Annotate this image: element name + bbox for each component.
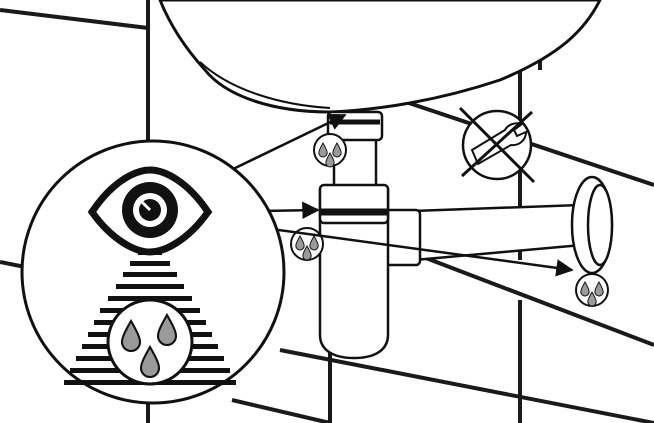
- sink-basin: [158, 0, 602, 114]
- siphon-upper-nut: [318, 183, 390, 225]
- water-drops-icon: [106, 298, 194, 386]
- siphon-assembly: [318, 110, 614, 360]
- water-drops-icon: [575, 273, 609, 307]
- siphon-body: [318, 188, 390, 360]
- water-drops-icon: [313, 133, 347, 168]
- no-wrench-icon: [458, 106, 536, 184]
- inspection-inset: [20, 139, 286, 405]
- eye-icon: [87, 166, 213, 256]
